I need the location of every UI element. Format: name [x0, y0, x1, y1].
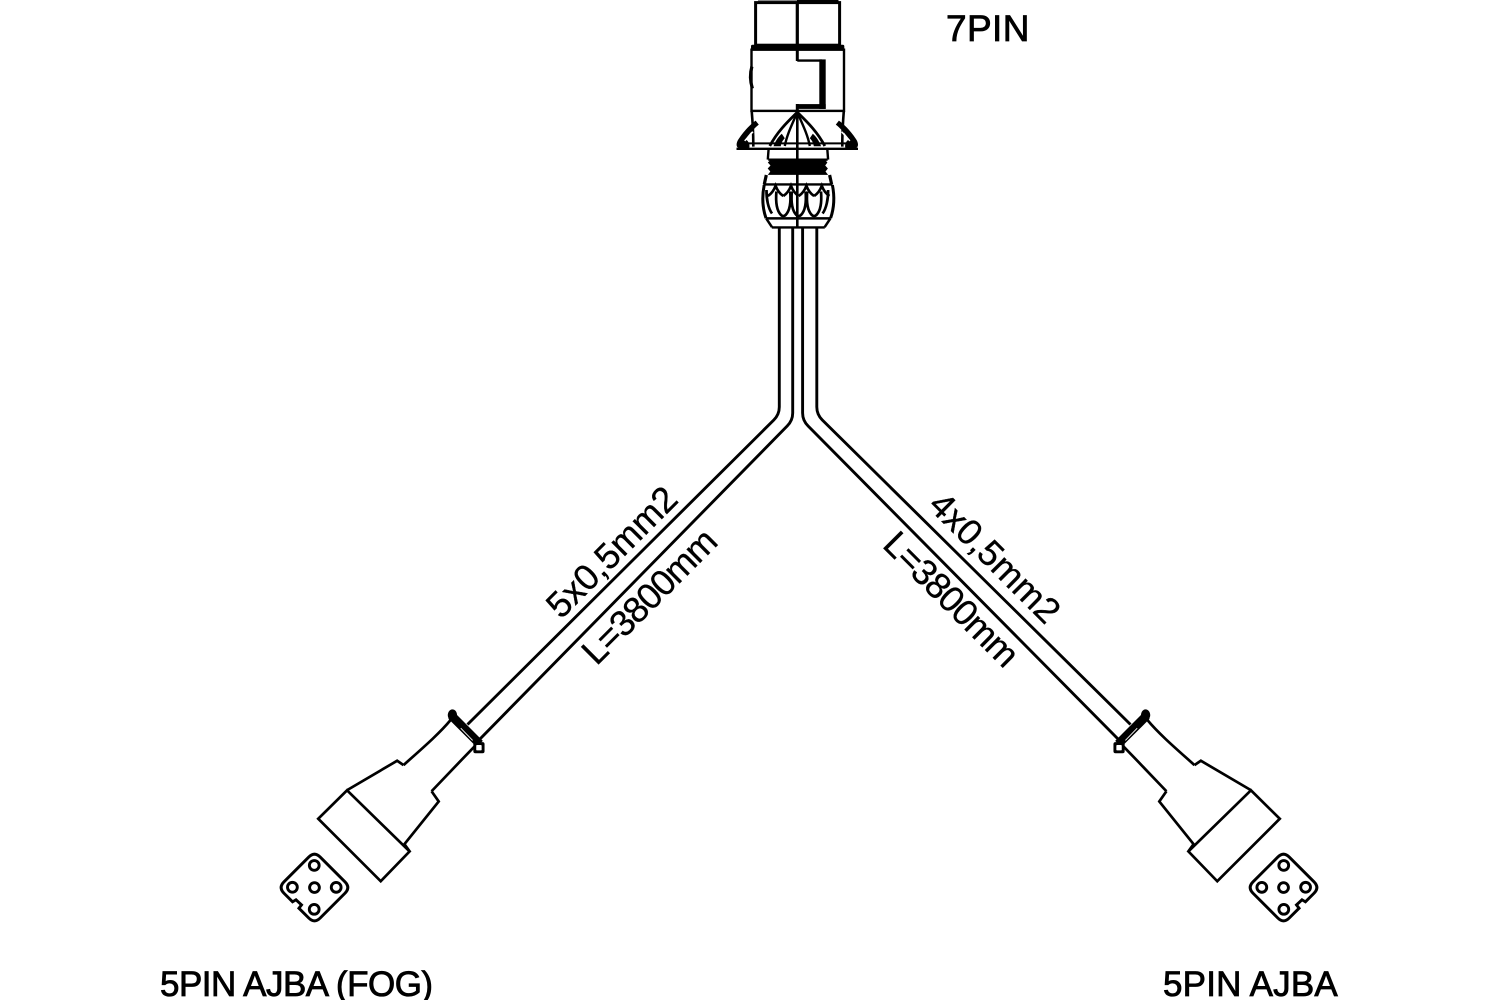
- svg-text:7PIN: 7PIN: [946, 8, 1030, 49]
- svg-text:5PIN AJBA (FOG): 5PIN AJBA (FOG): [160, 965, 433, 1000]
- svg-text:5PIN AJBA: 5PIN AJBA: [1163, 965, 1338, 1000]
